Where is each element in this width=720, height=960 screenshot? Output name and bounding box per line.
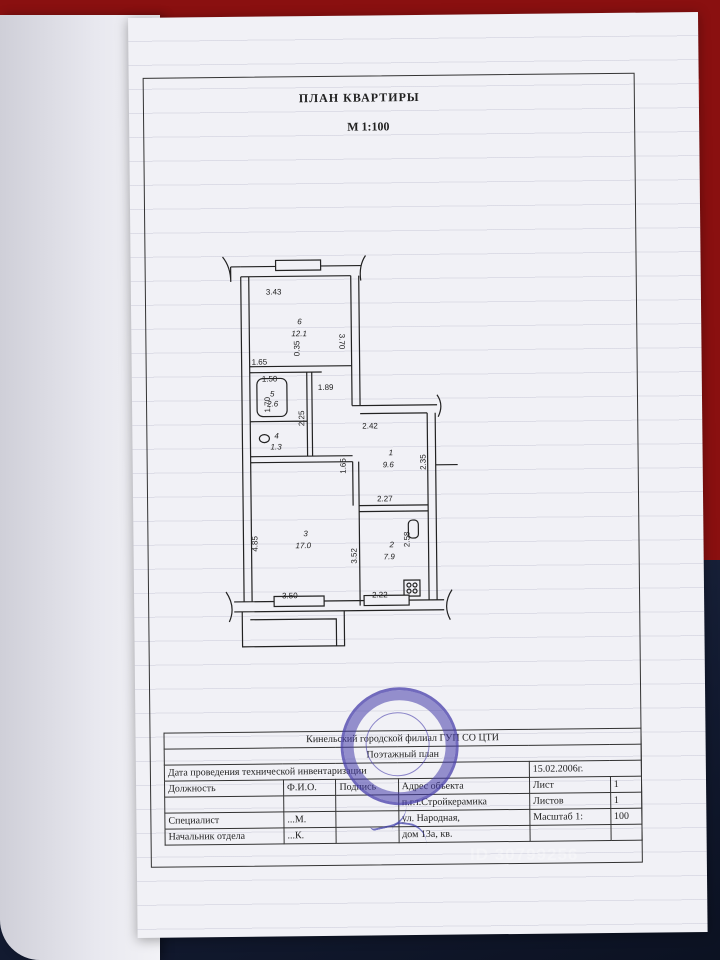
dim-label: 0.35 — [292, 340, 301, 356]
official-stamp-icon — [340, 686, 460, 806]
dim-label: 3.52 — [350, 547, 359, 563]
role-specialist-name: ...М. — [283, 811, 337, 828]
dim-label: 2.42 — [362, 421, 378, 430]
scale-value: 100 — [610, 808, 642, 825]
dim-label: 2.22 — [372, 590, 388, 599]
role-specialist: Специалист — [164, 811, 284, 830]
sheet-value: 1 — [610, 776, 642, 793]
room-area: 12.1 — [291, 329, 307, 338]
sheet-label: Лист — [529, 776, 611, 794]
dim-label: 3.43 — [266, 287, 282, 296]
role-head-name: ...К. — [283, 827, 337, 844]
room-number: 2 — [388, 540, 394, 549]
document-page: ПЛАН КВАРТИРЫ М 1:100 — [128, 12, 708, 938]
dim-label: 3.50 — [282, 591, 298, 600]
dim-label: 1.89 — [318, 383, 334, 392]
dim-label: 3.70 — [337, 334, 346, 350]
plan-room-labels: 1 9.6 2 7.9 3 17.0 4 1.3 5 2.6 6 12.1 — [266, 317, 396, 561]
sheets-label: Листов — [529, 792, 611, 810]
inventory-date: 15.02.2006г. — [529, 760, 642, 778]
dim-label: 4.85 — [250, 536, 259, 552]
col-name: Ф.И.О. — [283, 779, 336, 796]
watermark: ID 30799256 — [470, 845, 579, 864]
address-line2: ул. Народная, — [398, 809, 530, 827]
room-area: 9.6 — [383, 460, 395, 469]
room-area: 7.9 — [384, 552, 396, 561]
room-area: 1.3 — [270, 442, 282, 451]
dim-label: 2.25 — [297, 410, 306, 426]
dim-label: 2.27 — [377, 494, 393, 503]
room-number: 1 — [389, 448, 394, 457]
floor-plan-drawing: 3.43 3.70 1.65 0.35 1.50 1.70 1.89 2.25 … — [222, 255, 458, 648]
role-head: Начальник отдела — [164, 827, 285, 846]
room-number: 6 — [297, 317, 302, 326]
room-number: 5 — [270, 389, 275, 398]
dim-label: 2.35 — [419, 454, 428, 470]
plan-dimension-labels: 3.43 3.70 1.65 0.35 1.50 1.70 1.89 2.25 … — [250, 287, 428, 600]
dim-label: 1.65 — [339, 458, 348, 474]
dim-label: 1.70 — [263, 396, 272, 412]
sheets-value: 1 — [610, 792, 642, 809]
dim-label: 2.58 — [402, 531, 411, 547]
room-number: 3 — [303, 529, 308, 538]
room-area: 17.0 — [295, 541, 311, 550]
page-scale: М 1:100 — [347, 119, 390, 134]
floor-plan: 3.43 3.70 1.65 0.35 1.50 1.70 1.89 2.25 … — [210, 244, 494, 648]
scale-label: Масштаб 1: — [529, 808, 611, 826]
room-number: 4 — [274, 431, 279, 440]
col-position: Должность — [164, 779, 284, 798]
dim-label: 1.65 — [252, 358, 268, 367]
room-area: 2.6 — [266, 399, 279, 408]
page-title: ПЛАН КВАРТИРЫ — [298, 89, 420, 106]
dim-label: 1.50 — [262, 374, 278, 383]
